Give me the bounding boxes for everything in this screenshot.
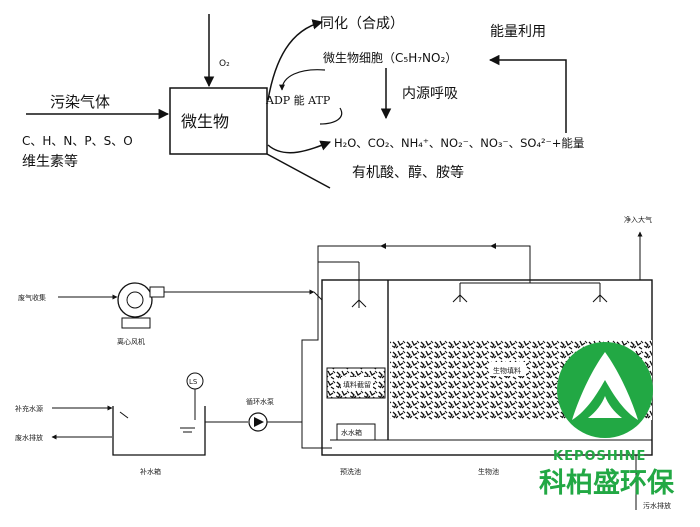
makeup-tank-label: 补水箱 [140,467,161,476]
microbe-box [169,87,268,155]
blower-outlet [149,286,165,298]
prewash-tower-label: 预洗池 [340,467,361,476]
logo-mark-base [588,396,622,418]
blower-label: 离心风机 [117,337,145,346]
waste-gas-label: 废气收集 [18,293,46,302]
microbe-label: 微生物 [181,112,229,131]
assimilation-label: 同化（合成） [320,16,404,32]
energy-use-label: 能量利用 [490,24,546,40]
brand-logo: KEPOSHINE 科柏盛环保 [539,342,675,499]
endogenous-label: 内源呼吸 [402,86,458,102]
exhaust-label: 净入大气 [624,215,652,224]
blower-base [121,317,151,329]
circ-pump-arrow [254,417,264,427]
o2-label: O₂ [219,59,230,69]
makeup-water-label: 补充水源 [15,404,43,413]
cell-label: 微生物细胞（C₅H₇NO₂） [323,51,457,65]
drain-label: 废水排放 [15,433,43,442]
energy-loop-right [488,54,567,133]
pump-riser [267,290,319,423]
vitamins-label: 维生素等 [22,153,78,170]
level-sensor-label: LS [189,378,198,386]
bio-tower-label: 生物池 [478,467,499,476]
brand-name: 科柏盛环保 [539,468,675,499]
organics-label: 有机酸、醇、胺等 [352,164,464,181]
organics-line [266,153,331,189]
logo-mark [572,352,638,420]
adp-loop-upper [279,69,326,91]
makeup-tank [112,406,206,456]
pump-bottom-line [301,422,332,449]
spray-nozzle-3 [592,283,608,303]
float-valve [119,411,129,419]
brand-pinyin: KEPOSHINE [553,449,646,464]
bottom-drain-label: 污水排放 [643,501,671,510]
bio-packing-label: 生物填料 [493,366,521,375]
product-arrow [267,140,331,154]
adp-atp-label: ADP 能 ATP [265,93,331,107]
products-label: H₂O、CO₂、NH₄⁺、NO₂⁻、NO₃⁻、SO₄²⁻+能量 [334,136,584,150]
blower-impeller [126,291,144,309]
spray-header-pipe [317,245,531,290]
logo-circle [557,342,653,438]
bio-packing-bg [490,362,526,376]
circ-pump-label: 循环水泵 [246,397,274,406]
assimilation-arrow [267,19,324,101]
spray-nozzle-2 [452,283,468,303]
elements-label: C、H、N、P、S、O [22,134,133,148]
prewash-packing-bg [341,377,373,389]
adp-loop-lower [319,107,343,125]
spray-nozzle-1 [351,299,367,308]
pollutant-gas-label: 污染气体 [50,93,110,111]
inner-water-tank-label: 水水箱 [341,428,362,437]
inner-water-tank [336,423,376,441]
mechanism-diagram: 微生物 O₂ 污染气体 C、H、N、P、S、O 维生素等 同化（合成） 微生物细… [22,14,584,189]
prewash-packing-label: 填料截留 [343,380,371,389]
process-flow: 填料截留 生物填料 水水箱 净入大气 离心风机 废气收集 [15,215,671,510]
